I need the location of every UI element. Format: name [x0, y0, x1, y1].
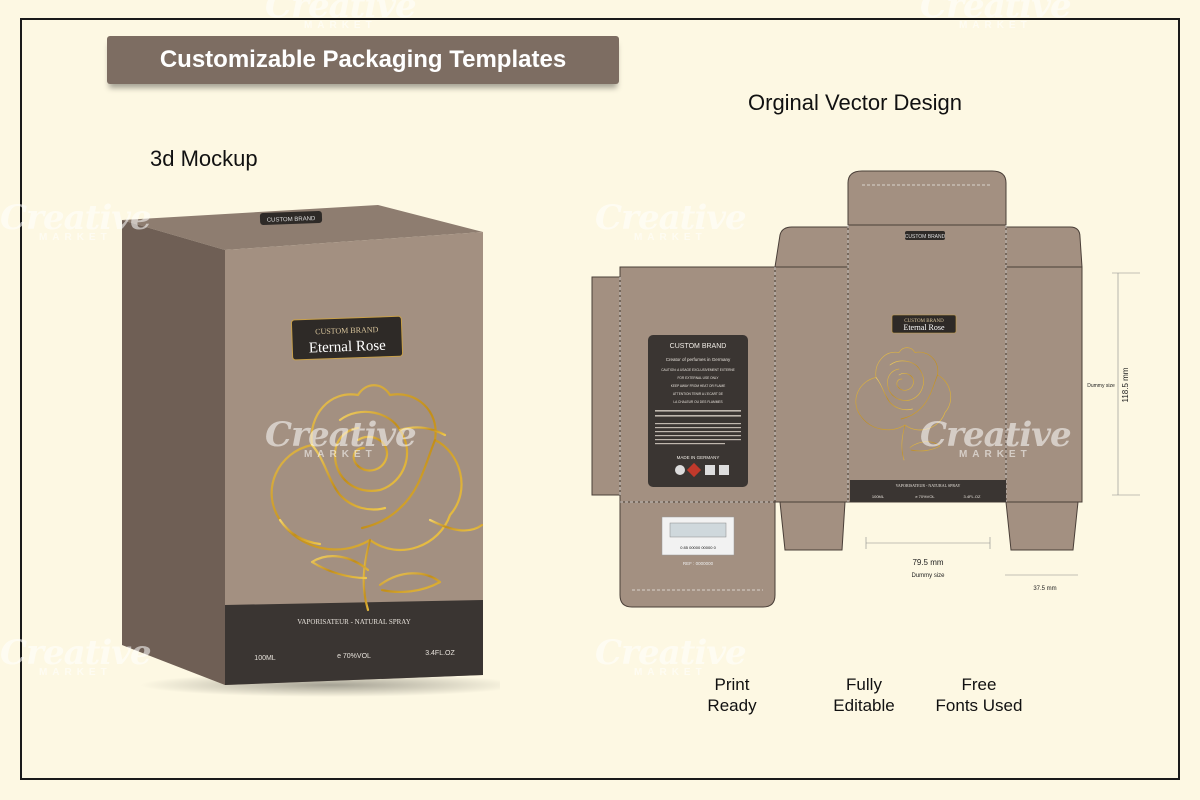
top-tuck-flap: [847, 170, 1007, 226]
back-line-4: ATTENTION TENIR A L'ECART DE: [673, 392, 723, 396]
dim-width: 79.5 mm: [912, 558, 943, 567]
box-strip-title: VAPORISATEUR - NATURAL SPRAY: [297, 618, 411, 626]
made-in: MADE IN GERMANY: [677, 455, 720, 460]
feature-free-fonts: Free Fonts Used: [935, 675, 1023, 715]
box-ounces: 3.4FL.OZ: [425, 650, 455, 657]
box-alcohol: e 70%VOL: [337, 653, 371, 660]
rose-illustration-icon: [270, 384, 484, 612]
box-brand: CUSTOM BRAND: [315, 325, 379, 336]
dim-height-note: Dummy size: [1087, 383, 1115, 389]
mockup-label: 3d Mockup: [150, 146, 258, 171]
dieline-top-label: CUSTOM BRAND: [905, 234, 946, 240]
box-volume: 100ML: [254, 655, 276, 662]
back-fine-print: [655, 410, 741, 445]
back-line-3: KEEP AWAY FROM HEAT OR FLAME: [671, 384, 726, 388]
back-line-1: CAUTION: A USAGE EXCLUSIVEMENT EXTERNE: [661, 368, 735, 372]
recycle-symbol-icons: [675, 462, 729, 478]
dust-flap-right: [1005, 226, 1083, 268]
dust-flap-left: [774, 226, 849, 268]
dim-width-note: Dummy size: [911, 573, 945, 579]
front-panel: [847, 224, 1007, 503]
vector-label: Orginal Vector Design: [748, 90, 962, 115]
box-mockup: CUSTOM BRAND CUSTOM BRAND Eternal Rose V…: [122, 205, 500, 697]
dim-height: 118.5 mm: [1121, 367, 1130, 402]
front-panel-a: [774, 266, 849, 503]
bottom-dust-flap-2: [1005, 501, 1079, 551]
back-line-2: FOR EXTERNAL USE ONLY: [677, 376, 719, 380]
banner-title: Customizable Packaging Templates: [159, 46, 567, 73]
box-top-face: [122, 205, 483, 250]
box-top-label: CUSTOM BRAND: [267, 216, 316, 224]
side-panel-right: [1005, 266, 1083, 503]
dieline-rose-icon: [855, 347, 952, 461]
back-line-5: LA CHALEUR OU DES FLAMMES: [673, 400, 722, 404]
dieline-volume: 100ML: [872, 494, 885, 499]
dieline-template: CUSTOM BRAND CUSTOM BRAND Eternal Rose V…: [591, 170, 1140, 608]
box-side-face: [122, 220, 225, 685]
dieline-brand: CUSTOM BRAND: [904, 319, 944, 324]
box-product: Eternal Rose: [309, 338, 387, 357]
title-banner: Customizable Packaging Templates: [107, 36, 619, 84]
barcode-digits: 0 85 00000 00000 0: [680, 545, 716, 550]
back-title: CUSTOM BRAND: [670, 343, 727, 350]
image-frame: [20, 18, 1180, 780]
back-subtitle: Creator of perfumes in Germany: [666, 357, 731, 362]
box-bottom-strip: [225, 600, 483, 685]
dieline-alcohol: e 70%VOL: [915, 494, 935, 499]
ref-number: REF : 0000000: [683, 561, 714, 566]
feature-fully-editable: Fully Editable: [833, 675, 895, 715]
feature-print-ready: Print Ready: [707, 675, 757, 715]
dim-depth: 37.5 mm: [1033, 586, 1056, 592]
dimension-lines: [865, 272, 1140, 576]
bottom-dust-flap-1: [779, 501, 846, 551]
dieline-product: Eternal Rose: [903, 323, 945, 332]
dieline-ounces: 3.4FL.OZ: [964, 494, 981, 499]
glue-flap: [591, 276, 621, 496]
dieline-strip-title: VAPORISATEUR - NATURAL SPRAY: [896, 483, 961, 488]
